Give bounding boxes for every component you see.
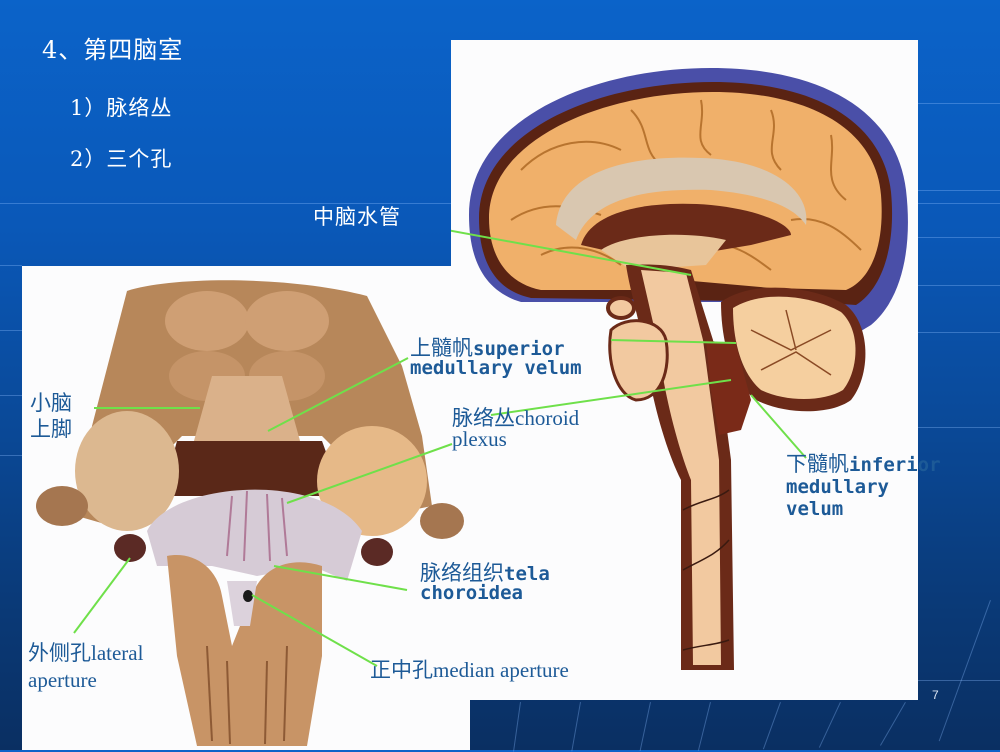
label-median-aperture: 正中孔median aperture — [370, 660, 569, 681]
background-line — [918, 285, 1000, 286]
background-line — [918, 332, 1000, 333]
bullet-three-apertures: 2）三个孔 — [70, 147, 173, 171]
label-choroid-plexus: 脉络丛choroid plexus — [452, 408, 579, 450]
label-superior-medullary-velum-en2: medullary velum — [410, 357, 582, 379]
background-line — [918, 680, 1000, 681]
label-median-aperture-zh: 正中孔 — [370, 658, 433, 682]
label-inferior-medullary-velum-en2: medullary — [786, 475, 889, 498]
background-line — [918, 190, 1000, 191]
label-superior-cerebellar-peduncle-line1: 小脑 — [30, 391, 72, 415]
label-lateral-aperture-zh: 外侧孔 — [28, 641, 91, 665]
label-cerebral-aqueduct: 中脑水管 — [313, 205, 401, 229]
label-inferior-medullary-velum-zh: 下髓帆 — [786, 452, 849, 476]
background-line — [0, 330, 22, 331]
label-superior-medullary-velum: 上髓帆superior medullary velum — [410, 338, 582, 378]
label-inferior-medullary-velum-en3: velum — [786, 497, 844, 520]
background-line — [0, 395, 22, 396]
label-median-aperture-en: median aperture — [433, 658, 569, 682]
label-tela-choroidea-en1: tela — [504, 563, 550, 585]
label-tela-choroidea: 脉络组织tela choroidea — [420, 563, 550, 603]
background-line — [880, 702, 906, 746]
background-line — [918, 427, 1000, 428]
background-line — [513, 702, 521, 752]
background-line — [818, 702, 841, 748]
background-line — [697, 702, 711, 751]
label-tela-choroidea-zh: 脉络组织 — [420, 561, 504, 585]
label-superior-medullary-velum-zh: 上髓帆 — [410, 336, 473, 360]
label-lateral-aperture-en1: lateral — [91, 641, 144, 665]
bullet-choroid-plexus: 1）脉络丛 — [70, 96, 173, 120]
label-superior-medullary-velum-en1: superior — [473, 338, 565, 360]
background-line — [571, 702, 581, 752]
background-line — [0, 265, 22, 266]
slide-title: 4、第四脑室 — [42, 36, 184, 64]
background-line — [918, 237, 1000, 238]
dorsal-brainstem-figure — [22, 266, 470, 750]
background-line — [762, 702, 781, 750]
sagittal-brain-figure — [451, 40, 918, 700]
background-line — [938, 600, 991, 742]
page-number: 7 — [932, 688, 939, 702]
dorsal-brainstem-illustration — [36, 280, 464, 746]
label-tela-choroidea-en2: choroidea — [420, 582, 523, 604]
background-line — [918, 103, 1000, 104]
background-line — [639, 702, 651, 752]
label-lateral-aperture: 外侧孔lateral aperture — [28, 640, 143, 695]
label-choroid-plexus-en2: plexus — [452, 427, 507, 451]
sagittal-brain-illustration — [451, 68, 908, 670]
label-choroid-plexus-en1: choroid — [515, 406, 580, 430]
label-lateral-aperture-en2: aperture — [28, 668, 97, 693]
label-choroid-plexus-zh: 脉络丛 — [452, 406, 515, 430]
label-inferior-medullary-velum-en1: inferior — [849, 454, 941, 476]
label-superior-cerebellar-peduncle-line2: 上脚 — [30, 417, 72, 442]
label-superior-cerebellar-peduncle: 小脑 上脚 — [30, 390, 72, 443]
label-inferior-medullary-velum: 下髓帆inferior medullary velum — [786, 452, 941, 521]
background-line — [0, 455, 22, 456]
